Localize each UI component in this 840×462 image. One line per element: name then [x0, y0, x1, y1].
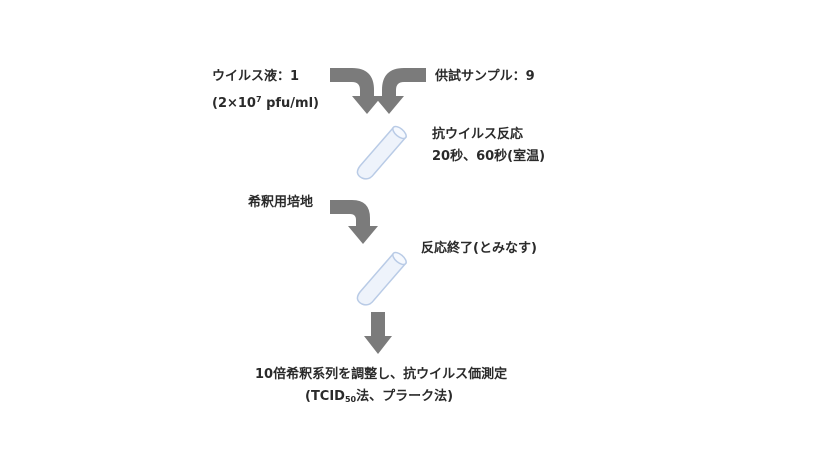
reaction-end-label: 反応終了(とみなす)	[421, 241, 537, 256]
method-subscript: 50	[344, 395, 357, 404]
conc-exponent: 7	[255, 95, 262, 104]
virus-label: ウイルス液：1	[212, 69, 300, 84]
reaction-title: 抗ウイルス反応	[432, 127, 524, 142]
method-prefix: (TCID	[305, 389, 345, 404]
medium-label: 希釈用培地	[248, 195, 314, 210]
virus-concentration: (2×107 pfu/ml)	[212, 92, 319, 112]
curved-arrow-sample	[374, 68, 426, 114]
test-tube-icon	[356, 251, 408, 306]
down-arrow	[364, 312, 392, 354]
curved-arrow-virus	[330, 68, 382, 114]
curved-arrow-medium	[330, 200, 378, 244]
method-suffix: 法、プラーク法)	[356, 389, 454, 404]
reaction-time: 20秒、60秒(室温)	[432, 149, 546, 164]
measure-line1: 10倍希釈系列を調整し、抗ウイルス価測定	[255, 367, 508, 382]
conc-prefix: (2×10	[212, 96, 256, 111]
conc-suffix: pfu/ml)	[261, 96, 319, 111]
test-tube-icon	[356, 125, 408, 180]
sample-label: 供試サンプル：9	[435, 69, 535, 84]
measure-line2: (TCID50法、プラーク法)	[305, 389, 453, 408]
